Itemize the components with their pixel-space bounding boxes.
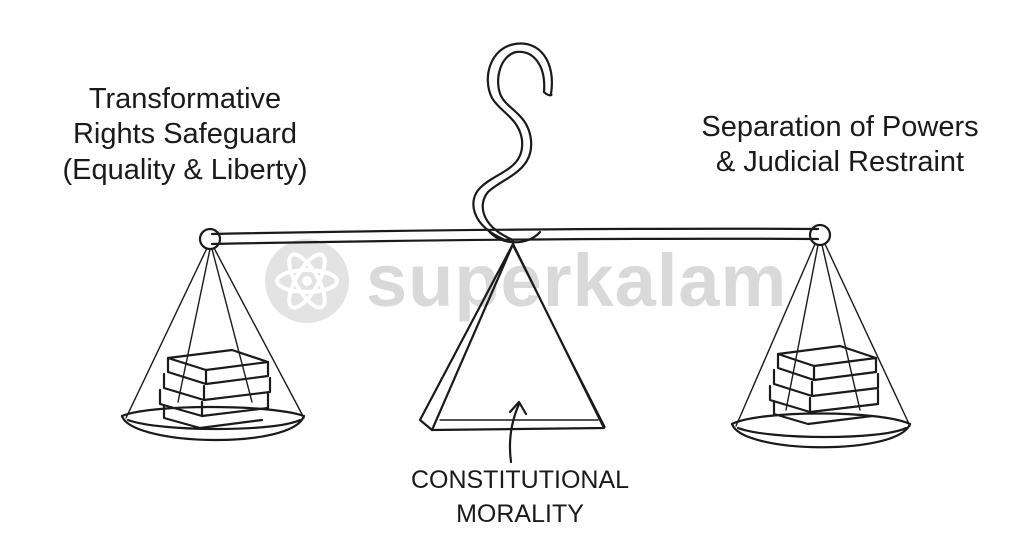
label-line: & Judicial Restraint bbox=[715, 146, 965, 179]
label-constitutional-morality: CONSTITUTIONAL MORALITY bbox=[360, 464, 680, 532]
label-line: (Equality & Liberty) bbox=[62, 153, 308, 186]
scale-pan-right bbox=[730, 243, 912, 449]
balance-beam bbox=[198, 223, 832, 251]
label-line: Transformative bbox=[88, 83, 282, 115]
hook-icon bbox=[472, 42, 553, 244]
book-stack-icon bbox=[768, 344, 880, 426]
label-rights-safeguard: Transformative Rights Safeguard (Equalit… bbox=[20, 82, 350, 188]
label-line: MORALITY bbox=[456, 499, 584, 528]
label-separation-of-powers: Separation of Powers & Judicial Restrain… bbox=[660, 110, 1020, 181]
label-line: CONSTITUTIONAL bbox=[410, 466, 630, 494]
atom-icon bbox=[265, 239, 349, 323]
label-line: Rights Safeguard bbox=[72, 118, 298, 151]
watermark-text: superkalam bbox=[366, 239, 788, 322]
scale-pan-left bbox=[120, 247, 306, 442]
watermark: superkalam bbox=[262, 236, 786, 326]
arrow-pointer-icon bbox=[508, 400, 528, 464]
pyramid-fulcrum bbox=[418, 242, 606, 432]
book-stack-icon bbox=[158, 348, 272, 430]
label-line: Separation of Powers bbox=[701, 111, 979, 143]
